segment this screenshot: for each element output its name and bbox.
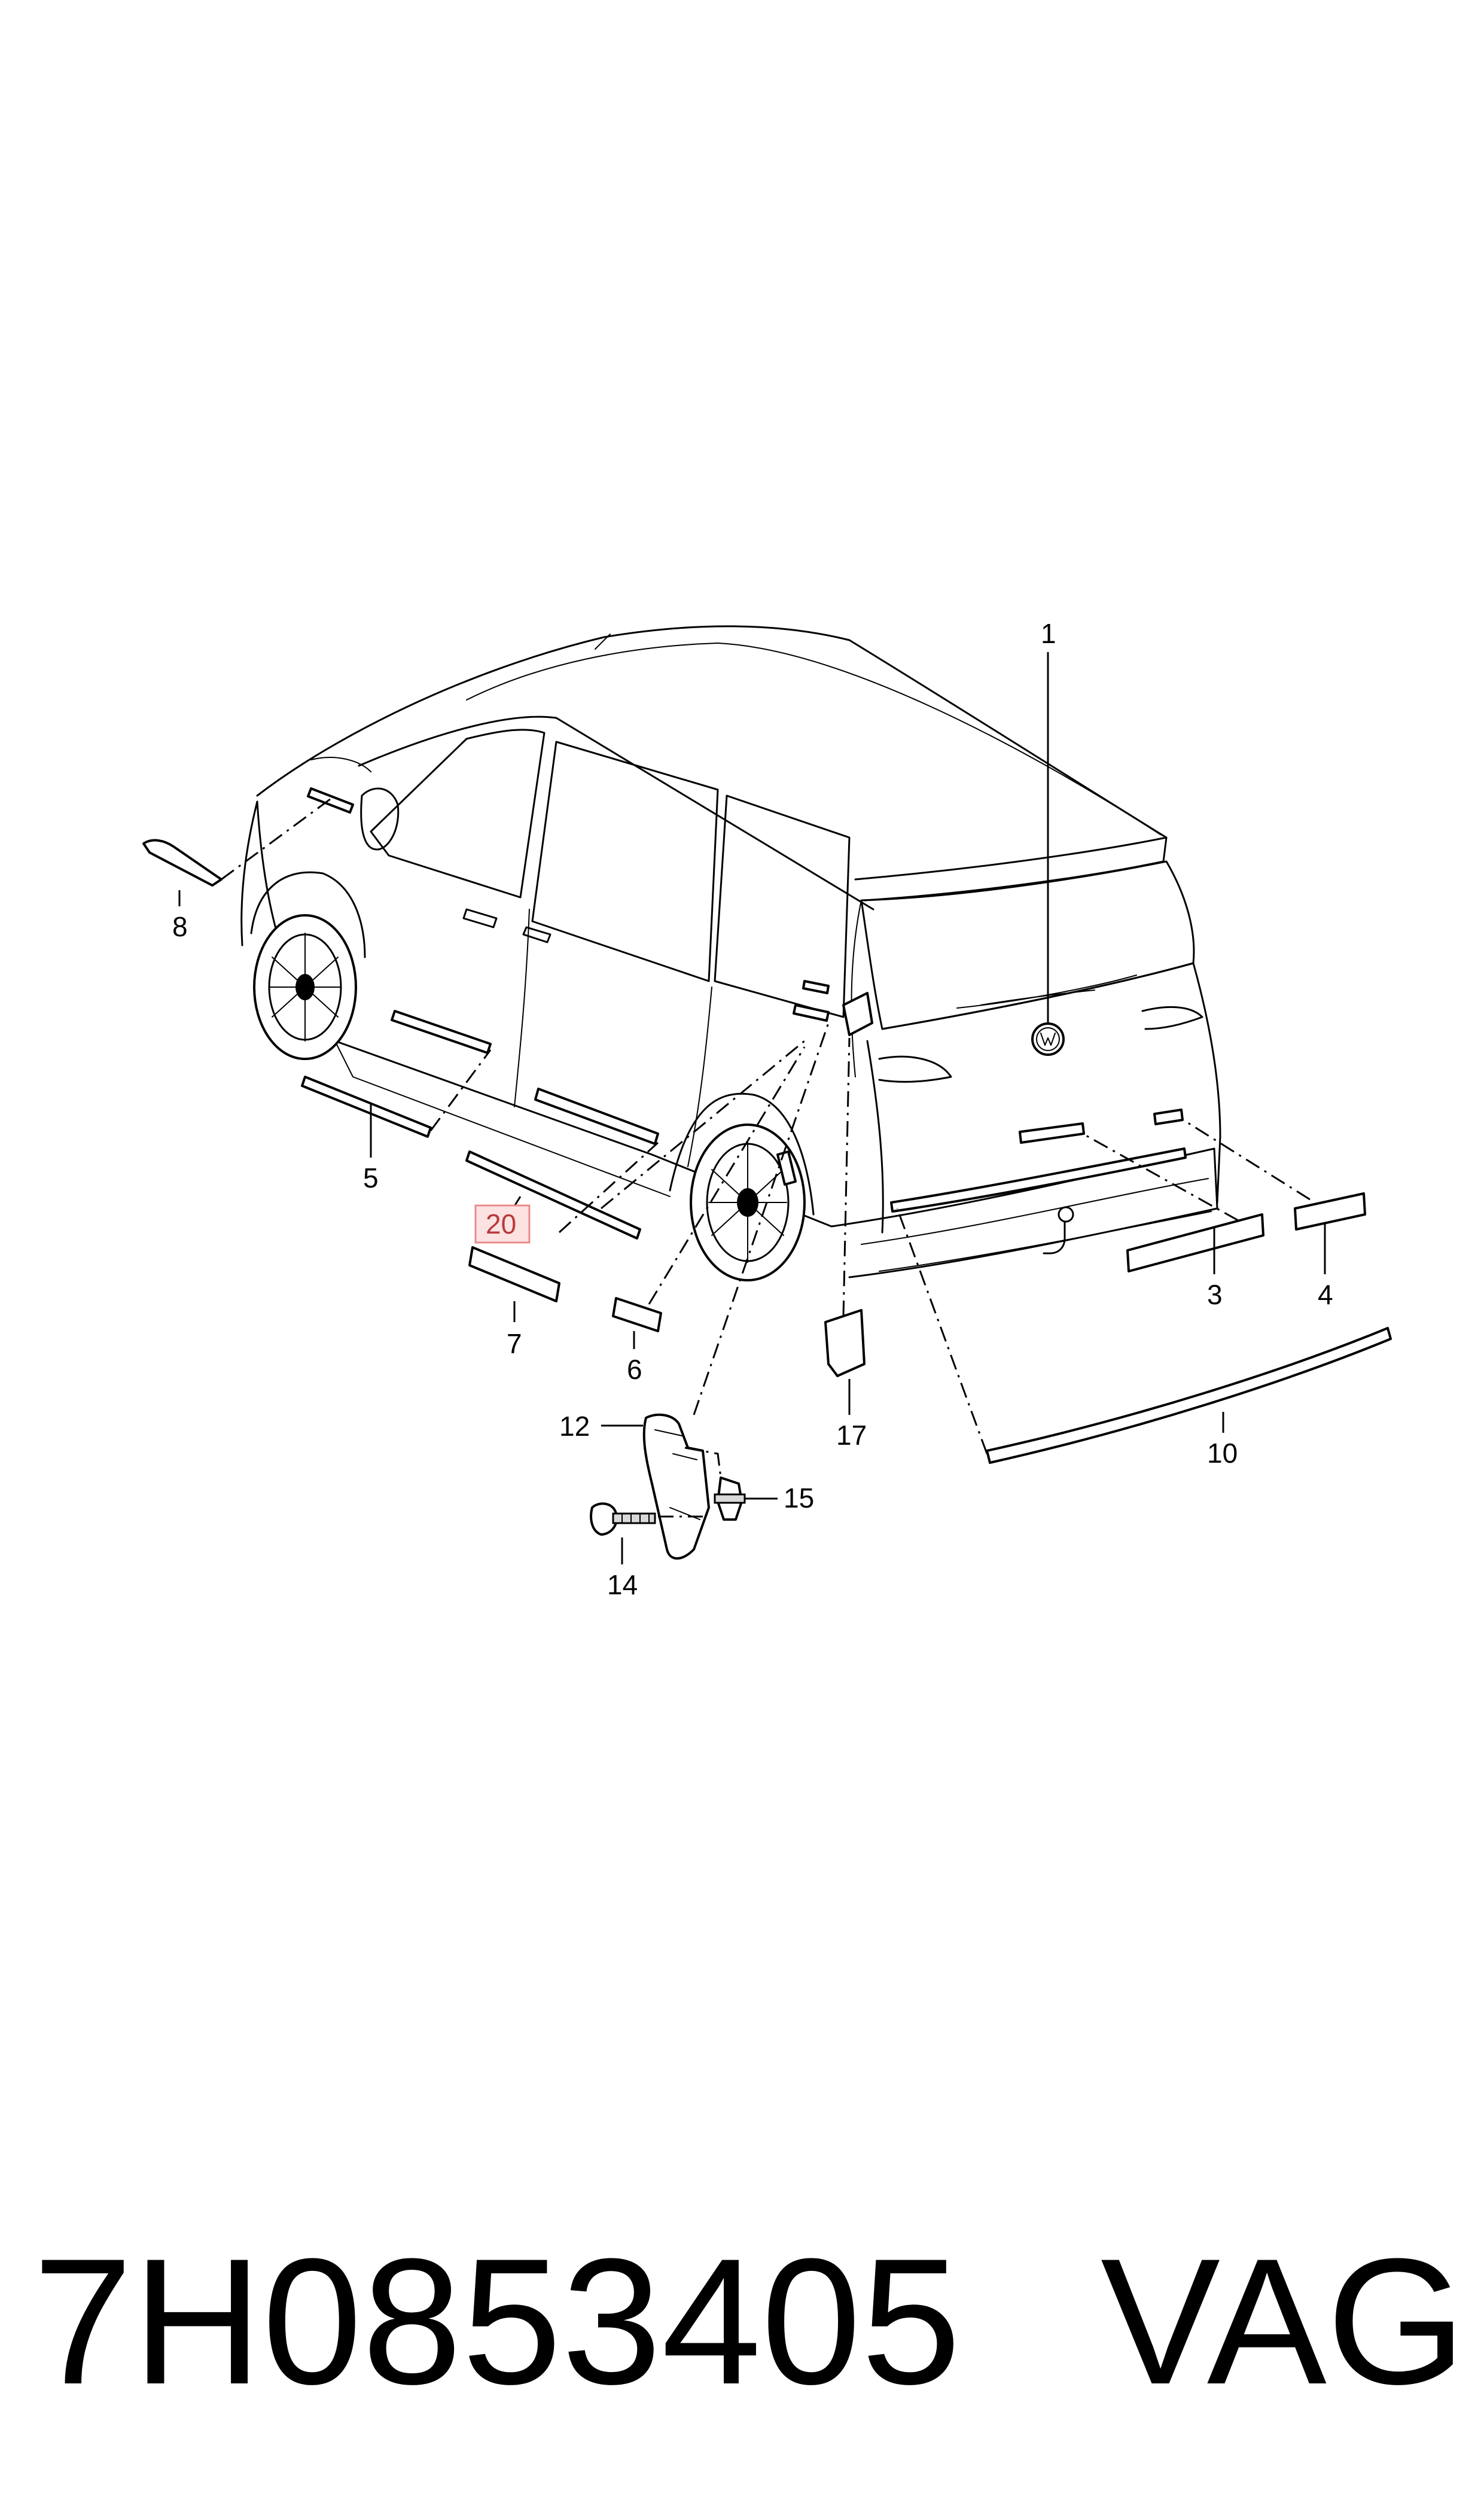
- callout-14: 14: [607, 1569, 638, 1600]
- callout-12: 12: [559, 1411, 590, 1442]
- part-5-sill-trim: [301, 1076, 432, 1138]
- part-8-trim: [142, 839, 223, 887]
- callout-1: 1: [1041, 618, 1056, 649]
- part-14-bolt: [590, 1502, 656, 1536]
- van-illustration: [240, 625, 1221, 1281]
- callout-17: 17: [836, 1420, 867, 1451]
- part-15-clip: [714, 1476, 746, 1521]
- callout-20: 20: [486, 1208, 516, 1240]
- part-10-moulding: [986, 1327, 1392, 1464]
- callout-8: 8: [172, 911, 188, 942]
- part-4-strip: [1294, 1192, 1366, 1231]
- callout-3: 3: [1207, 1279, 1223, 1310]
- part-7-trim: [468, 1246, 560, 1302]
- leader-lines: [178, 652, 1326, 1564]
- rear-wheel: [690, 1123, 806, 1281]
- callout-10: 10: [1207, 1438, 1238, 1469]
- callout-5: 5: [363, 1162, 379, 1193]
- callout-6: 6: [627, 1354, 642, 1385]
- part-20-sill-trim: [465, 1150, 641, 1240]
- callout-labels: 1 3 4 5 6 7 8 10 12 14 15 17 20: [172, 618, 1333, 1600]
- vw-logo-emblem: [1031, 1022, 1065, 1056]
- part-number: 7H0853405: [33, 2221, 961, 2422]
- part-6-trim: [612, 1297, 662, 1332]
- brand-name: VAG: [1101, 2221, 1467, 2422]
- callout-20-highlighted: 20: [474, 1204, 531, 1244]
- part-3-strip: [1126, 1213, 1264, 1272]
- part-12-bracket: [642, 1413, 710, 1560]
- callout-15: 15: [784, 1482, 814, 1514]
- callout-7: 7: [507, 1328, 522, 1359]
- front-wheel: [250, 871, 366, 1060]
- part-17-cover: [824, 1309, 866, 1377]
- callout-4: 4: [1318, 1279, 1333, 1310]
